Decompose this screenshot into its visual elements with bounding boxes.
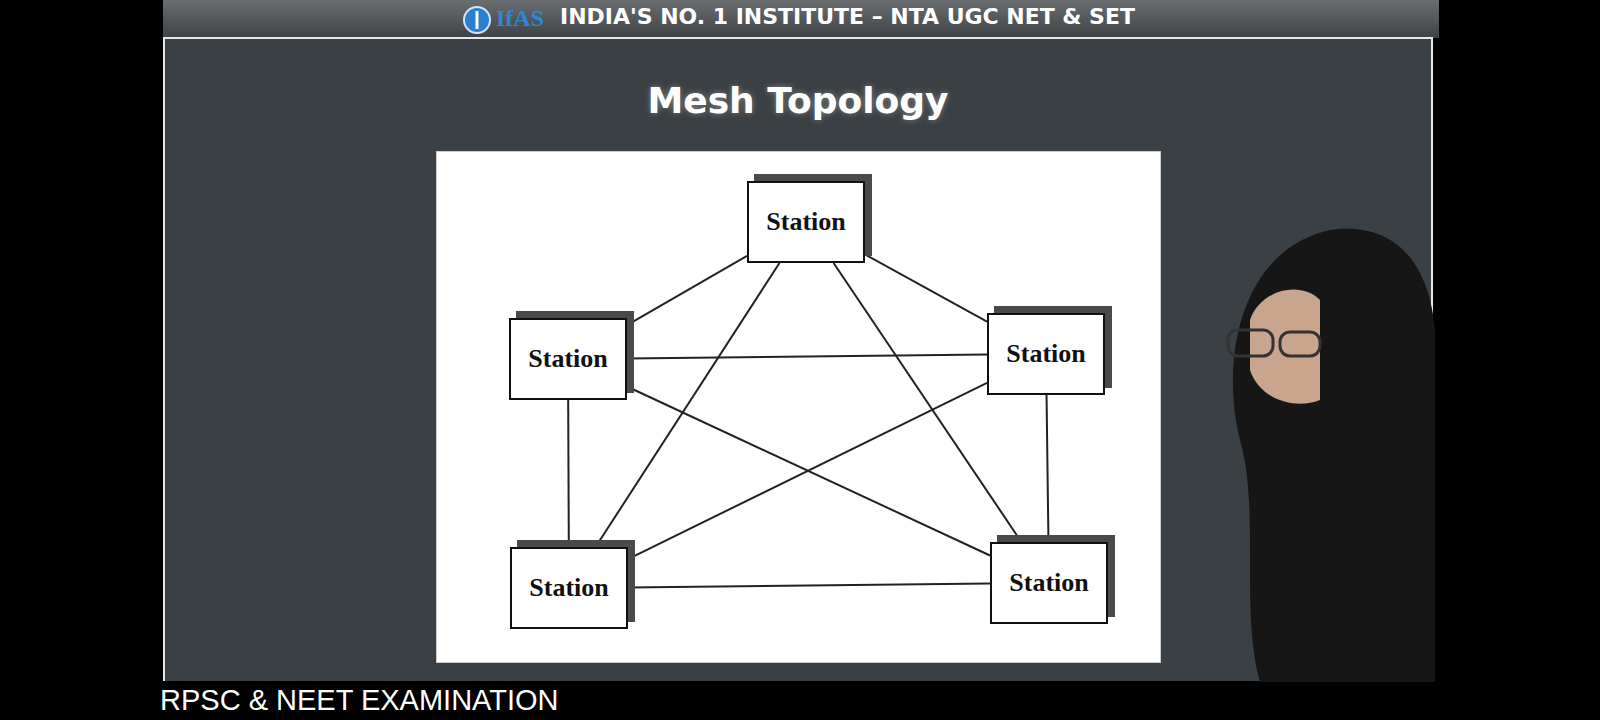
station-label: Station [1006,339,1085,369]
mesh-link [627,256,747,325]
station-box: Station [987,313,1105,395]
slide-title: Mesh Topology [647,80,948,121]
station-label: Station [528,344,607,374]
station-label: Station [1009,568,1088,598]
presenter-figure [1200,210,1440,682]
logo-icon [462,5,492,35]
station-label: Station [529,573,608,603]
mesh-link [834,263,1022,542]
station-box: Station [510,547,628,629]
station-label: Station [766,207,845,237]
mesh-link [1047,395,1049,542]
station-box: Station [990,542,1108,624]
mesh-link [627,355,987,359]
station-box: Station [509,318,627,400]
logo-text: IfAS [496,5,544,32]
mesh-link [628,383,987,559]
mesh-link [628,584,990,588]
station-box: Station [747,181,865,263]
ticker-text: RPSC & NEET EXAMINATION [160,684,559,717]
header-text: INDIA'S NO. 1 INSTITUTE – NTA UGC NET & … [560,4,1135,29]
mesh-link [568,400,570,547]
mesh-link [865,254,987,321]
mesh-link [596,263,780,547]
